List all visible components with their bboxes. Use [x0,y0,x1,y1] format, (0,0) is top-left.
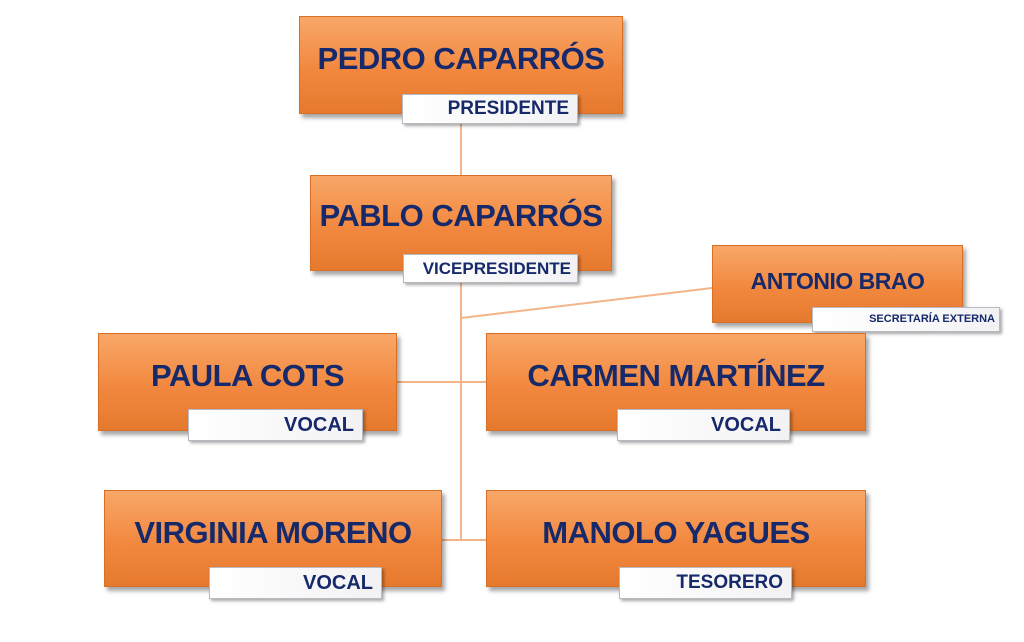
node-role: TESORERO [619,567,792,599]
node-name: ANTONIO BRAO [750,268,925,294]
node-name: VIRGINIA MORENO [134,515,412,550]
node-role: VOCAL [209,567,382,599]
node-role: VICEPRESIDENTE [403,254,578,283]
connector-secretary [460,287,713,319]
node-name: MANOLO YAGUES [542,515,810,550]
node-role: PRESIDENTE [402,94,578,124]
node-role: VOCAL [617,409,790,441]
node-name: CARMEN MARTÍNEZ [527,358,825,393]
node-name: PEDRO CAPARRÓS [317,41,605,76]
node-role: VOCAL [188,409,363,441]
node-pablo-caparros: PABLO CAPARRÓS [310,175,612,271]
node-role: SECRETARÍA EXTERNA [812,307,1000,332]
node-name: PABLO CAPARRÓS [319,198,603,233]
node-name: PAULA COTS [150,358,345,393]
node-carmen-martinez: CARMEN MARTÍNEZ [486,333,866,431]
node-manolo-yagues: MANOLO YAGUES [486,490,866,587]
